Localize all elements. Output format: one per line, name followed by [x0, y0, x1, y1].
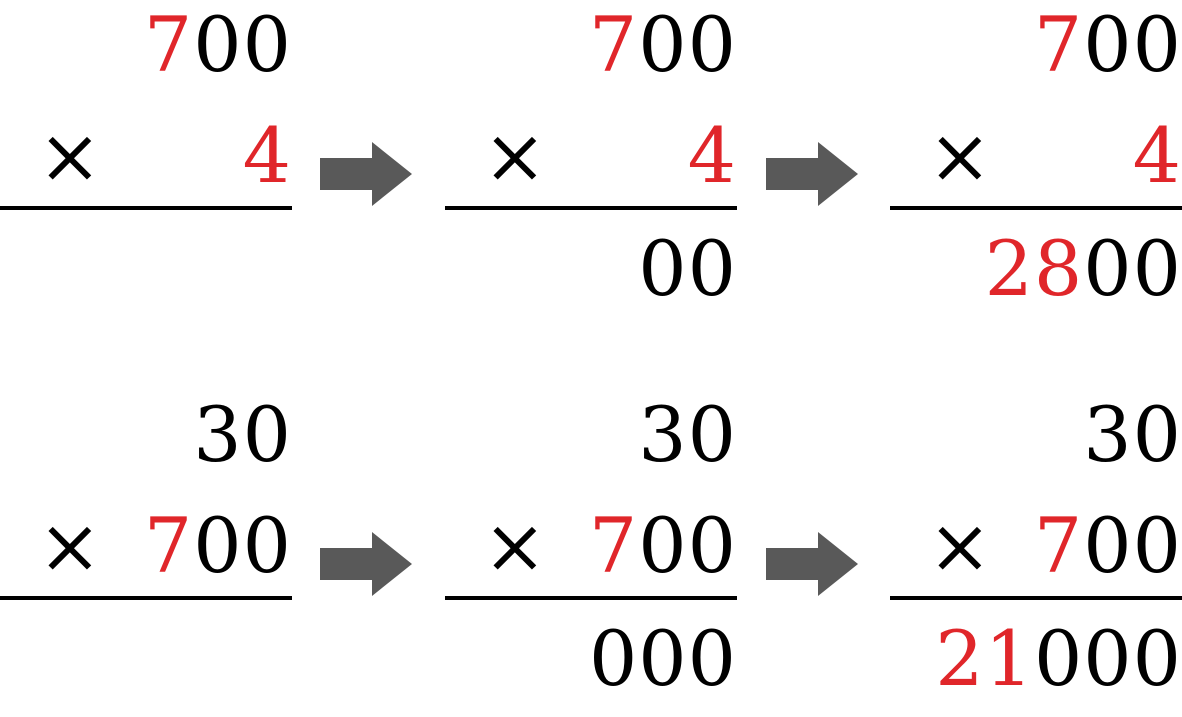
- times-sign: ×: [483, 501, 547, 590]
- times-sign: ×: [38, 111, 102, 200]
- problem-step-3: 30 × 700 21000: [890, 390, 1182, 710]
- multiplier-highlight-digit: 7: [588, 501, 639, 590]
- times-sign: ×: [928, 111, 992, 200]
- times-sign: ×: [928, 501, 992, 590]
- multiplicand: 700: [1034, 4, 1182, 86]
- result-rule: [445, 596, 737, 600]
- multiplicand-digits: 30: [193, 390, 292, 479]
- multiplier-digits: 00: [638, 501, 737, 590]
- product-highlight-digits: 28: [984, 224, 1084, 313]
- multiplication-row-30-times-700: 30 × 700 30 × 700 000 30 × 700 21000: [0, 390, 1182, 717]
- multiplier: 4: [243, 115, 292, 197]
- multiplicand: 30: [1083, 394, 1182, 476]
- right-arrow-icon: [320, 142, 412, 206]
- multiplier-highlight-digit: 7: [1033, 501, 1084, 590]
- multiplier-highlight-digit: 4: [1132, 111, 1182, 200]
- product: 00: [638, 228, 737, 310]
- problem-step-1: 30 × 700: [0, 390, 292, 710]
- right-arrow-icon: [766, 532, 858, 596]
- multiplicand: 700: [589, 4, 737, 86]
- problem-step-3: 700 × 4 2800: [890, 0, 1182, 320]
- multiplier: 700: [144, 505, 292, 587]
- product-digits: 000: [588, 614, 737, 703]
- multiplicand-digits: 00: [638, 0, 737, 89]
- times-sign: ×: [38, 501, 102, 590]
- multiplier: 4: [1133, 115, 1182, 197]
- multiplicand-digits: 30: [1083, 390, 1182, 479]
- product-highlight-digits: 21: [935, 614, 1034, 703]
- multiplicand-digits: 30: [638, 390, 737, 479]
- times-sign: ×: [483, 111, 547, 200]
- multiplier-highlight-digit: 7: [143, 501, 194, 590]
- product: 21000: [935, 618, 1182, 700]
- result-rule: [0, 206, 292, 210]
- multiplicand-digits: 00: [1083, 0, 1182, 89]
- multiplicand: 700: [144, 4, 292, 86]
- multiplicand: 30: [193, 394, 292, 476]
- multiplicand: 30: [638, 394, 737, 476]
- multiplier: 4: [688, 115, 737, 197]
- problem-step-2: 700 × 4 00: [445, 0, 737, 320]
- product-digits: 000: [1033, 614, 1182, 703]
- multiplicand-highlight-digit: 7: [143, 0, 194, 89]
- right-arrow-icon: [320, 532, 412, 596]
- multiplicand-digits: 00: [193, 0, 292, 89]
- right-arrow-icon: [766, 142, 858, 206]
- multiplier: 700: [1034, 505, 1182, 587]
- multiplier-digits: 00: [193, 501, 292, 590]
- product: 2800: [985, 228, 1182, 310]
- product-digits: 00: [638, 224, 737, 313]
- multiplier: 700: [589, 505, 737, 587]
- result-rule: [890, 596, 1182, 600]
- multiplier-digits: 00: [1083, 501, 1182, 590]
- result-rule: [890, 206, 1182, 210]
- result-rule: [445, 206, 737, 210]
- problem-step-2: 30 × 700 000: [445, 390, 737, 710]
- problem-step-1: 700 × 4: [0, 0, 292, 320]
- multiplication-row-700-times-4: 700 × 4 700 × 4 00 700 × 4 2800: [0, 0, 1182, 340]
- product: 000: [589, 618, 737, 700]
- multiplicand-highlight-digit: 7: [1033, 0, 1084, 89]
- result-rule: [0, 596, 292, 600]
- multiplier-highlight-digit: 4: [687, 111, 737, 200]
- multiplier-highlight-digit: 4: [242, 111, 292, 200]
- multiplicand-highlight-digit: 7: [588, 0, 639, 89]
- product-digits: 00: [1083, 224, 1182, 313]
